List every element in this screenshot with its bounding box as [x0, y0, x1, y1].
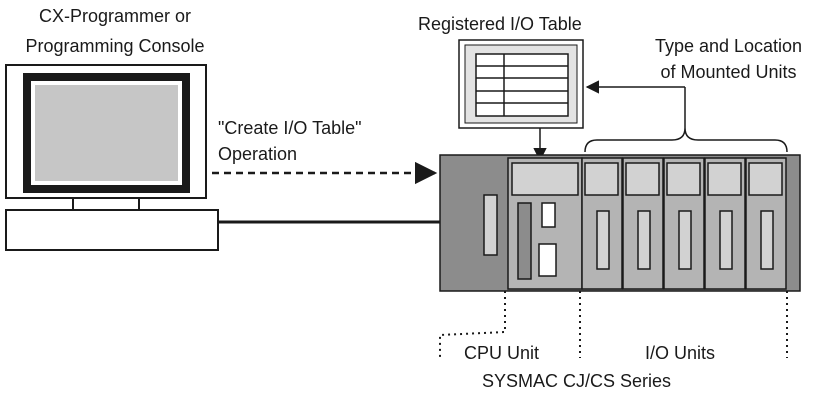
host-label-line2: Programming Console: [25, 36, 205, 56]
operation-label-line2: Operation: [218, 144, 298, 164]
series-label: SYSMAC CJ/CS Series: [482, 371, 672, 391]
monitor-screen: [35, 85, 178, 181]
io-units-label: I/O Units: [645, 343, 716, 363]
operation-label-line1: "Create I/O Table": [218, 118, 362, 138]
cpu-card-slot: [538, 243, 557, 277]
io-table-grid: [475, 53, 569, 117]
power-supply-slot: [483, 194, 498, 256]
mounted-units-label-line2: of Mounted Units: [660, 62, 797, 82]
cpu-port: [541, 202, 556, 228]
computer-icon: [5, 64, 219, 251]
cpu-unit-label: CPU Unit: [464, 343, 540, 363]
monitor-stand: [72, 197, 140, 211]
host-label-line1: CX-Programmer or: [38, 6, 192, 26]
cpu-unit: [507, 157, 583, 290]
mounted-units-brace: [584, 127, 788, 153]
io-unit: [663, 157, 705, 290]
io-unit: [745, 157, 787, 290]
computer-base: [5, 209, 219, 251]
cpu-unit-leader: [439, 291, 506, 360]
mounted-units-label-line1: Type and Location: [654, 36, 803, 56]
registered-table-label: Registered I/O Table: [418, 14, 582, 34]
cpu-memory-window: [511, 162, 579, 196]
io-unit: [581, 157, 623, 290]
plc-rack: [439, 154, 801, 292]
io-unit: [704, 157, 746, 290]
registered-io-table-icon: [458, 39, 584, 129]
io-unit: [622, 157, 664, 290]
cpu-slot: [517, 202, 532, 280]
